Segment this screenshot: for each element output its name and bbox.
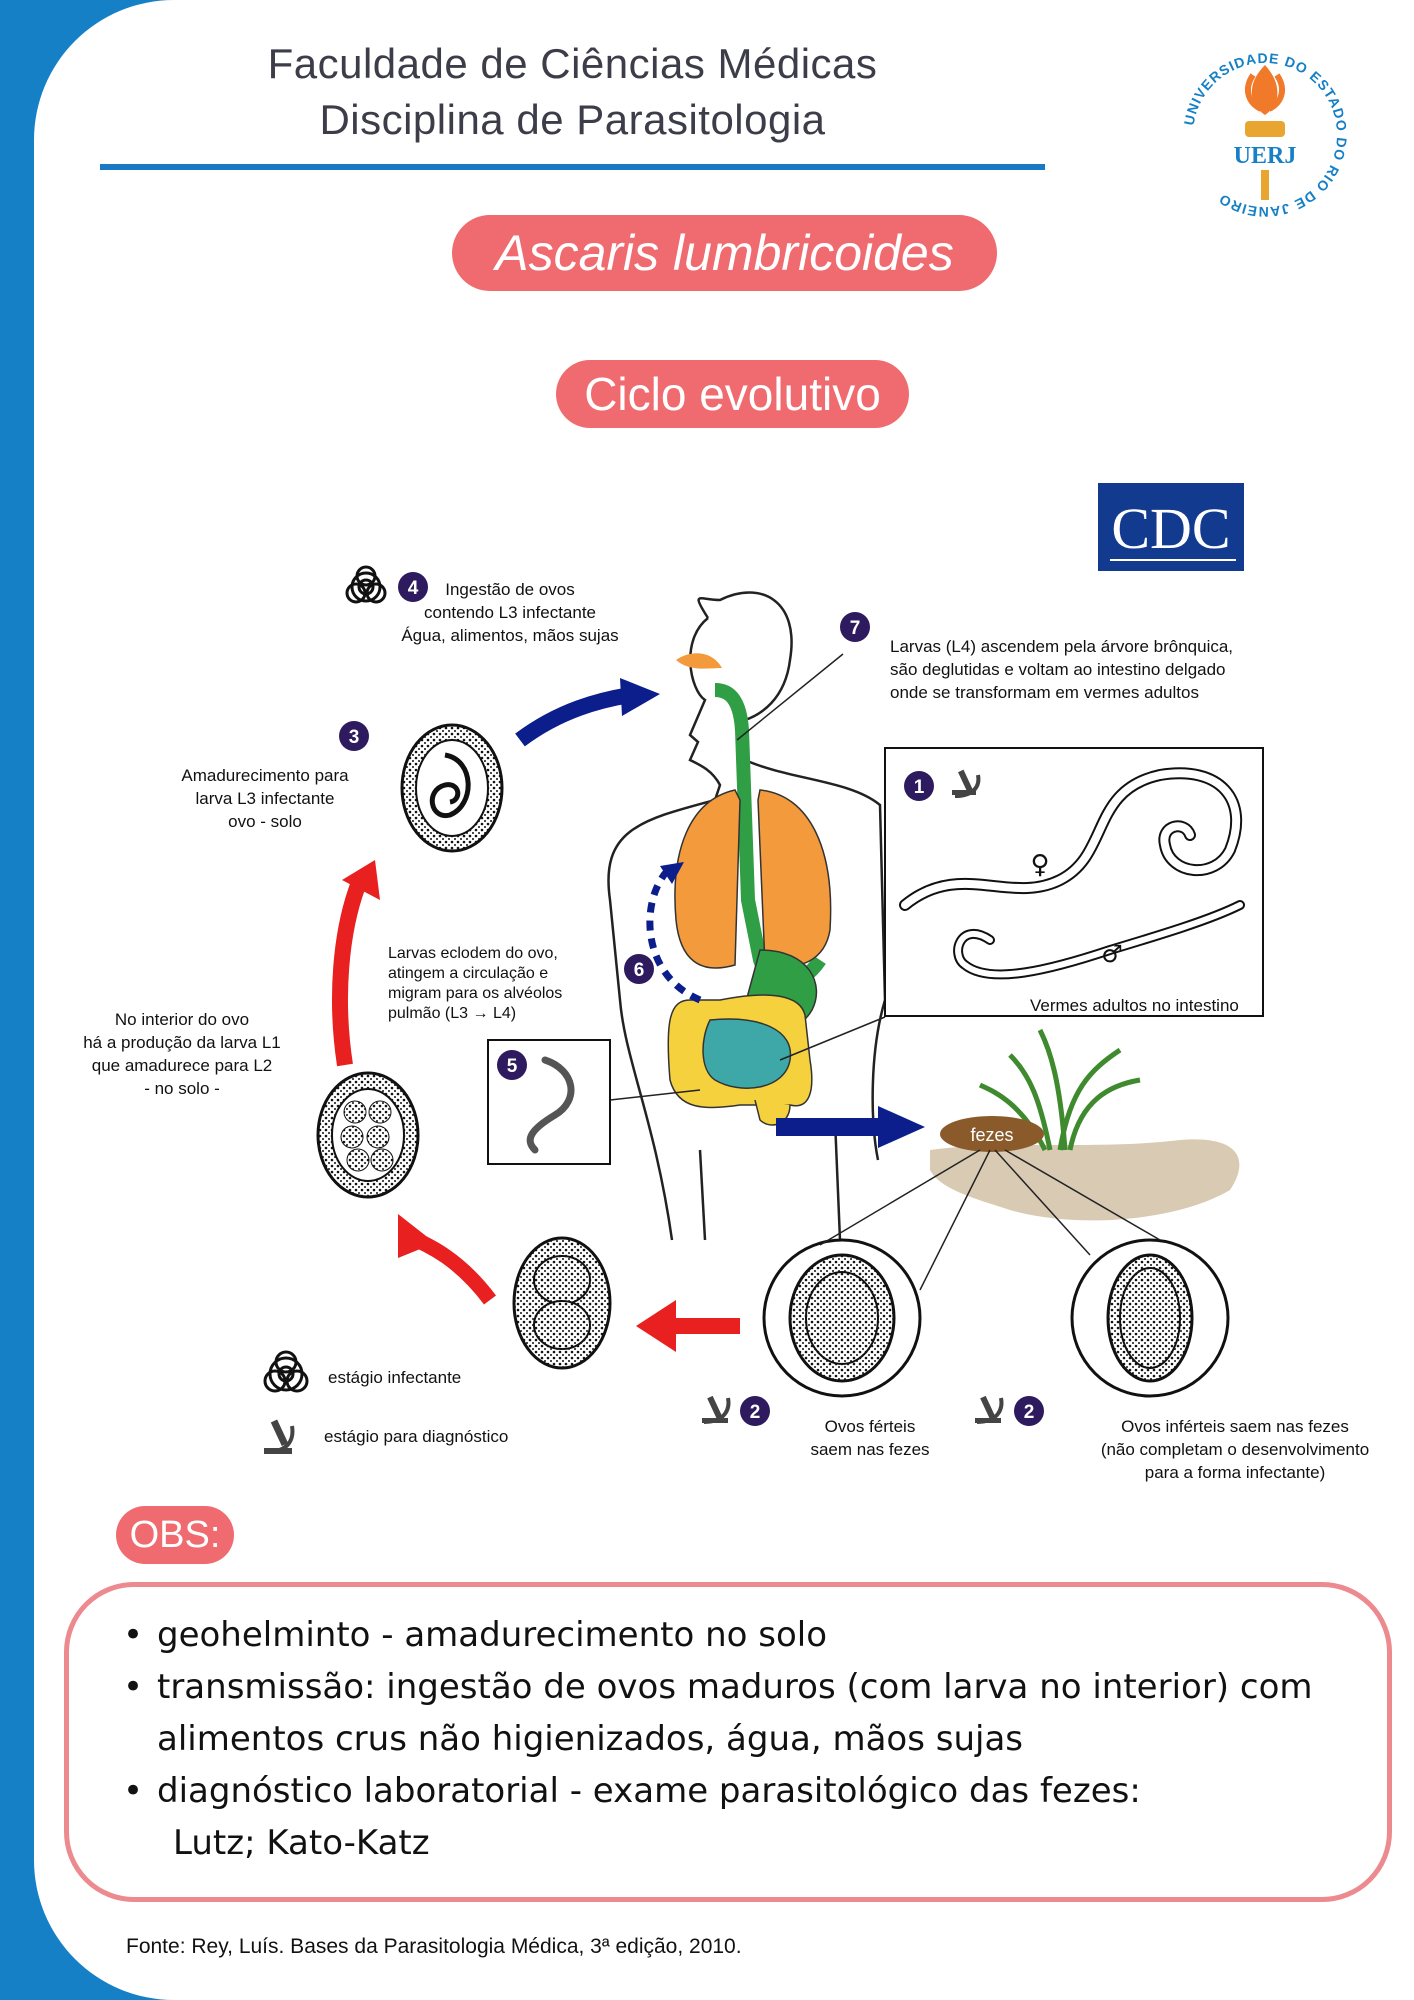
step-badge-6: 6 <box>624 954 654 984</box>
header-divider <box>100 164 1045 170</box>
section-subtitle: Ciclo evolutivo <box>556 360 909 428</box>
obs-item-geohelminth: geohelminto - amadurecimento no solo <box>119 1609 1347 1661</box>
obs-item-transmission-cont: alimentos crus não higienizados, água, m… <box>157 1719 1023 1759</box>
step-badge-4: 4 <box>398 572 428 602</box>
cdc-logo: CDC <box>1098 483 1244 571</box>
logo-text: UERJ <box>1234 143 1297 169</box>
svg-text:7: 7 <box>850 618 861 639</box>
male-symbol: ♂ <box>1101 940 1123 968</box>
legend-diagnostic-label: estágio para diagnóstico <box>324 1427 509 1446</box>
biohazard-icon <box>345 565 387 604</box>
right-lung <box>757 789 832 968</box>
small-intestine <box>702 1018 792 1089</box>
left-lung <box>674 789 741 969</box>
ingestion-arrow <box>515 687 632 747</box>
feces-label: fezes <box>970 1125 1013 1145</box>
microscope-icon <box>952 769 981 798</box>
larva-icon <box>526 1056 575 1154</box>
female-symbol: ♀ <box>1030 850 1049 880</box>
obs-item-diagnosis-cont: Lutz; Kato-Katz <box>173 1823 430 1863</box>
source-citation: Fonte: Rey, Luís. Bases da Parasitologia… <box>126 1935 742 1958</box>
step6-label: Larvas eclodem do ovo, atingem a circula… <box>388 945 563 1022</box>
human-body <box>607 591 887 1241</box>
microscope-icon-fertile <box>702 1395 731 1424</box>
obs-item-diagnosis: diagnóstico laboratorial - exame parasit… <box>119 1765 1347 1817</box>
discipline-name: Disciplina de Parasitologia <box>319 96 826 143</box>
infertile-egg <box>1070 1238 1230 1398</box>
obs-label: OBS: <box>116 1506 234 1564</box>
fertile-egg <box>762 1238 922 1398</box>
infertile-eggs-label: Ovos inférteis saem nas fezes (não compl… <box>1100 1417 1370 1482</box>
excretion-arrow <box>776 1118 886 1136</box>
fertile-eggs-label: Ovos férteis saem nas fezes <box>810 1417 930 1459</box>
step-badge-2-infertile: 2 <box>1014 1396 1044 1426</box>
svg-text:5: 5 <box>507 1056 518 1077</box>
legend-infective-label: estágio infectante <box>328 1368 462 1387</box>
step-badge-3: 3 <box>339 721 369 751</box>
torch-flame-icon <box>1251 65 1278 115</box>
uerj-logo: UNIVERSIDADE DO ESTADO DO RIO DE JANEIRO… <box>1181 50 1349 220</box>
step-badge-2-fertile: 2 <box>740 1396 770 1426</box>
svg-text:6: 6 <box>634 960 645 981</box>
obs-item-transmission: transmissão: ingestão de ovos maduros (c… <box>119 1661 1347 1713</box>
egg-l1-label: No interior do ovo há a produção da larv… <box>83 1010 281 1098</box>
egg-l3-larva <box>400 723 504 853</box>
legend-microscope-icon <box>264 1419 295 1454</box>
maturation-arrow-up <box>332 877 368 1067</box>
obs-box: geohelminto - amadurecimento no solo tra… <box>64 1582 1392 1902</box>
step-badge-1: 1 <box>904 771 934 801</box>
fertile-egg-arrow <box>670 1318 740 1334</box>
step3-label: Amadurecimento para larva L3 infectante … <box>181 766 349 831</box>
adult-worms-label: Vermes adultos no intestino <box>1030 996 1239 1015</box>
feces-mound <box>940 1116 1044 1152</box>
step-badge-5: 5 <box>497 1050 527 1080</box>
species-title: Ascaris lumbricoides <box>452 215 997 291</box>
svg-text:4: 4 <box>408 578 419 599</box>
cdc-logo-text: CDC <box>1111 496 1230 561</box>
step4-label: Ingestão de ovos contendo L3 infectante … <box>401 580 619 645</box>
svg-text:2: 2 <box>1024 1402 1035 1423</box>
svg-text:1: 1 <box>914 777 925 798</box>
egg-l1-larva <box>316 1071 420 1199</box>
soil <box>930 1028 1240 1221</box>
legend-biohazard-icon <box>263 1350 309 1393</box>
svg-text:3: 3 <box>349 727 360 748</box>
step7-label: Larvas (L4) ascendem pela árvore brônqui… <box>890 637 1234 702</box>
page-header: Faculdade de Ciências Médicas Disciplina… <box>100 36 1045 148</box>
microscope-icon-infertile <box>975 1395 1004 1424</box>
svg-text:2: 2 <box>750 1402 761 1423</box>
egg-dividing <box>512 1236 612 1370</box>
step-badge-7: 7 <box>840 612 870 642</box>
faculty-name: Faculdade de Ciências Médicas <box>267 40 878 87</box>
obs-list: geohelminto - amadurecimento no solo tra… <box>119 1609 1347 1869</box>
migration-arrow <box>646 867 702 1004</box>
